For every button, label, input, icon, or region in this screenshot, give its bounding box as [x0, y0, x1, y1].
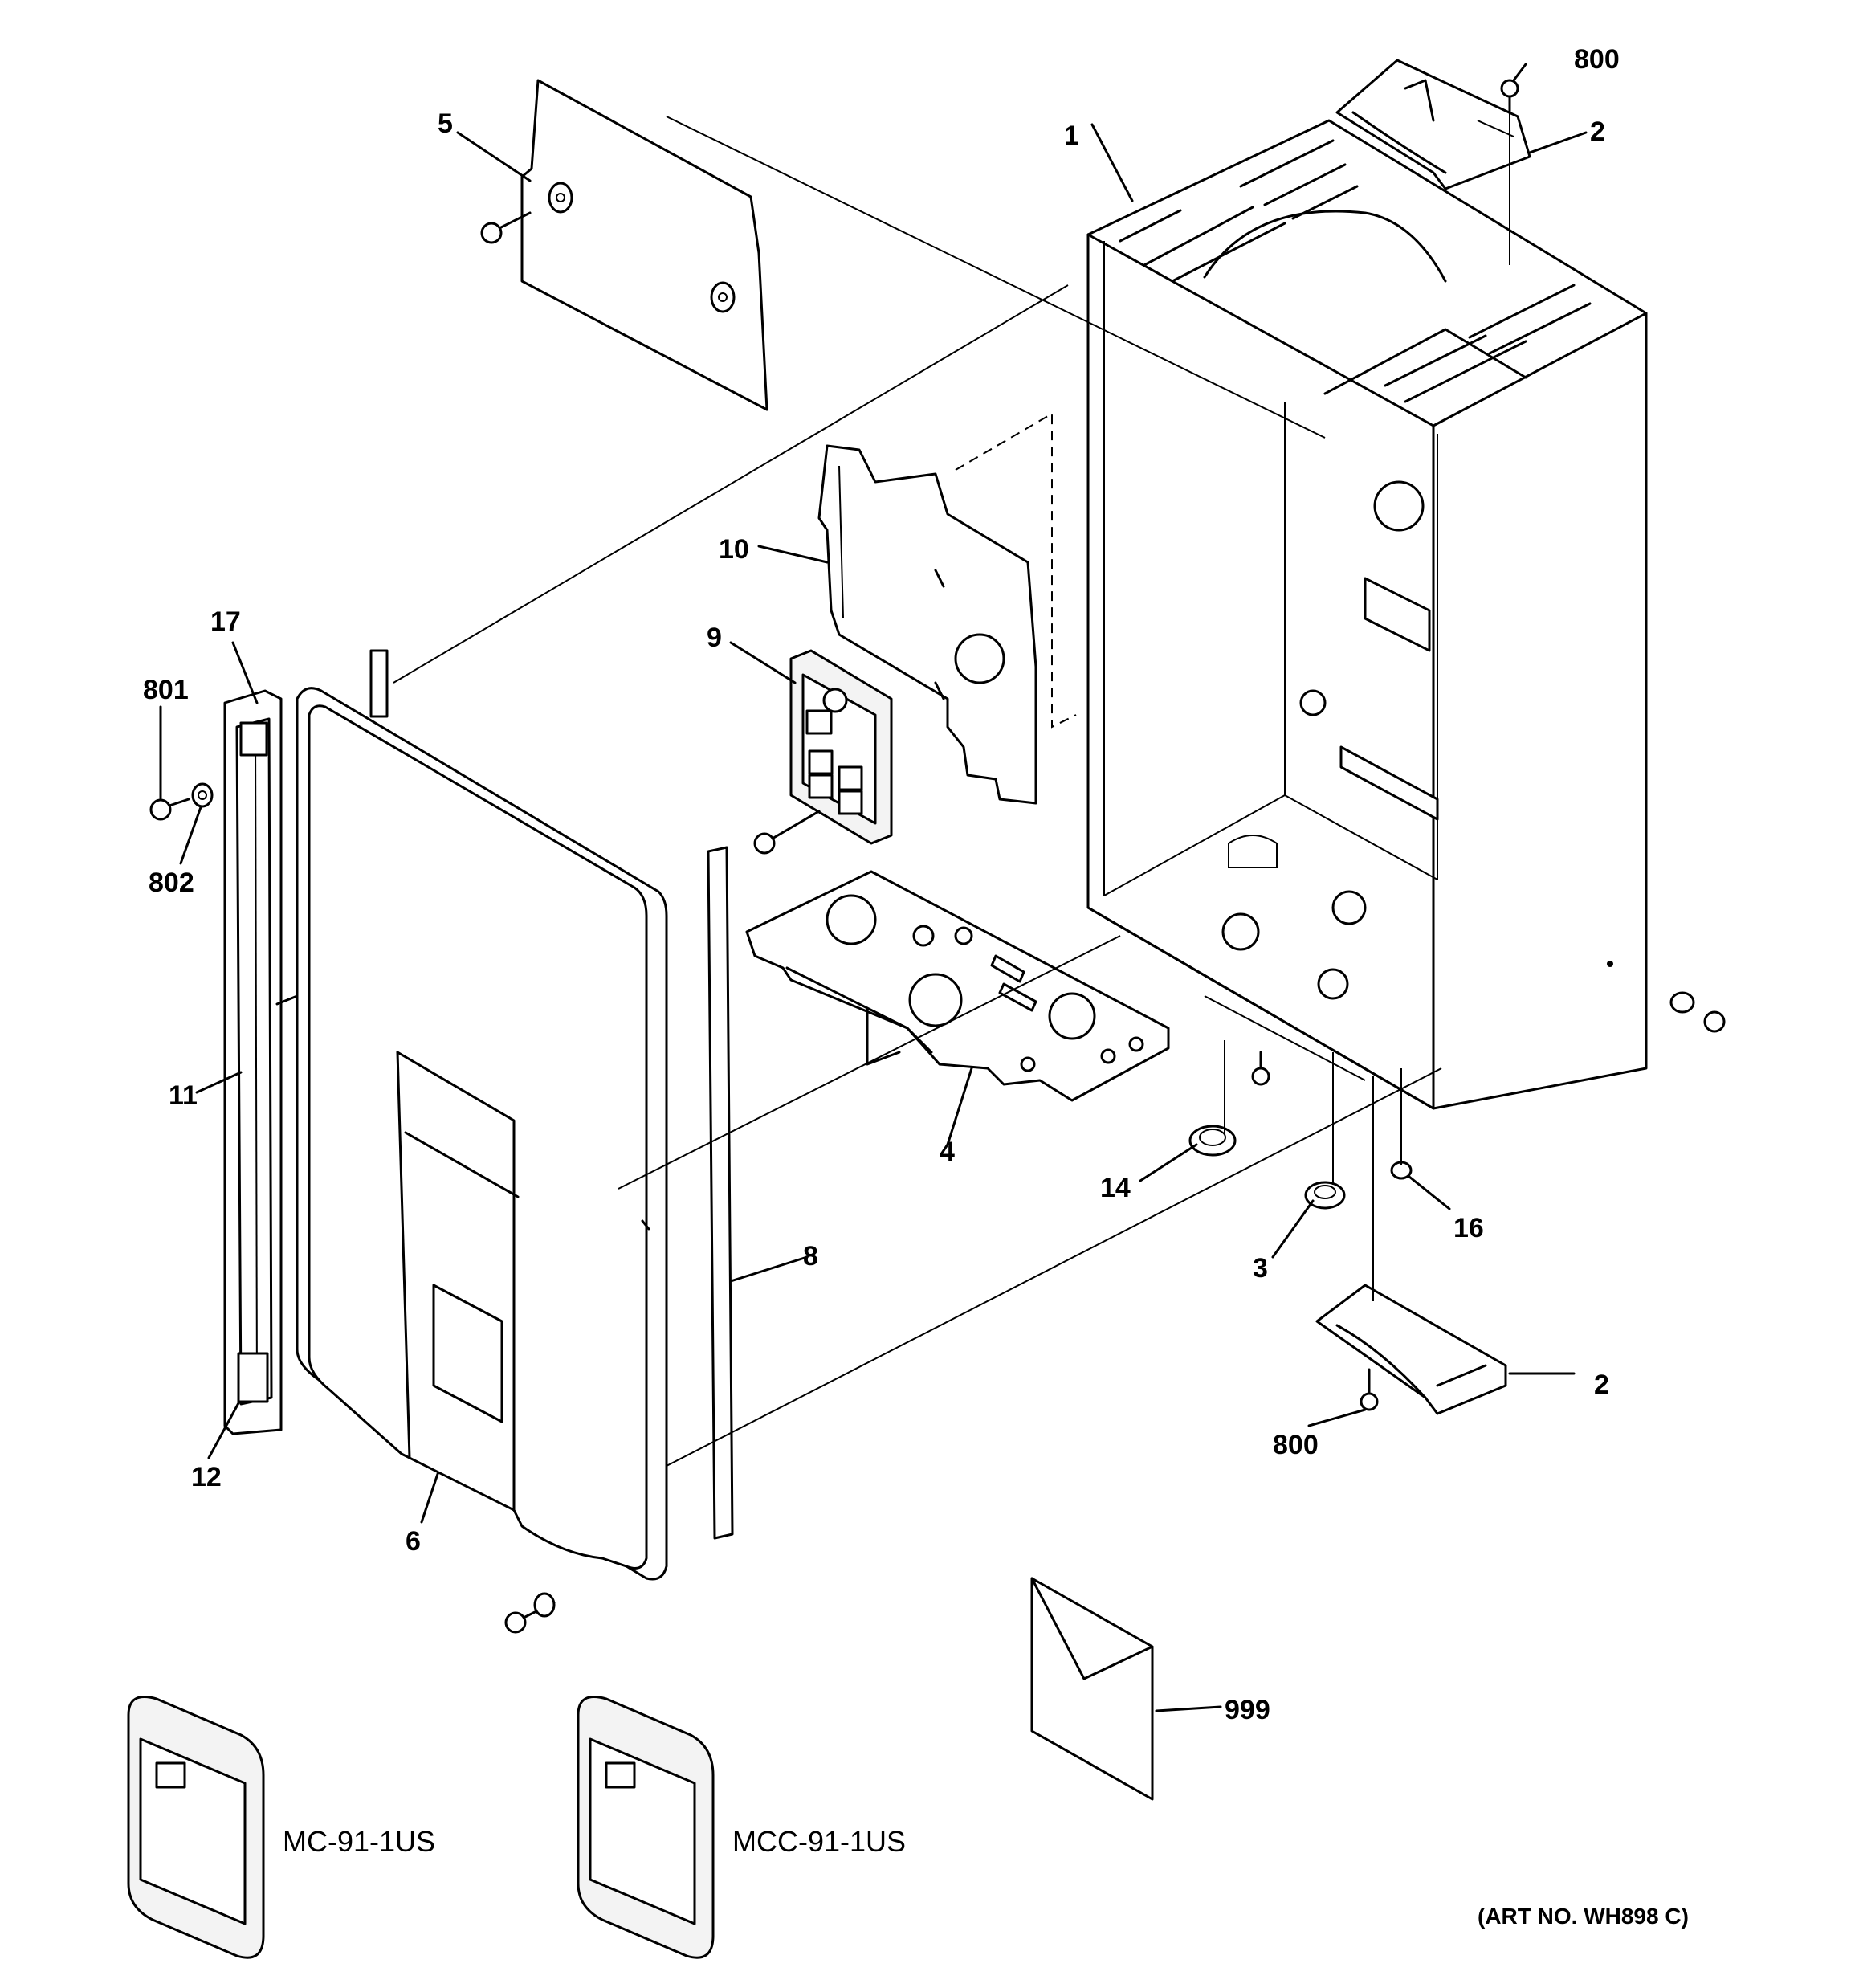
callout-12: 12 [191, 1462, 222, 1492]
part-12-clip [237, 1352, 269, 1403]
part-2-top-bracket [1335, 59, 1531, 190]
part-1-cabinet [1086, 119, 1648, 1110]
part-8-gasket-strip [369, 649, 734, 1540]
part-9-control-module [753, 649, 893, 855]
screw-washer-part-6 [504, 1592, 556, 1634]
part-10-bracket-plate [817, 412, 1077, 805]
callout-11: 11 [169, 1080, 198, 1111]
callout-999: 999 [1225, 1695, 1270, 1725]
callout-3: 3 [1253, 1253, 1268, 1284]
callout-800-bottom: 800 [1273, 1430, 1319, 1460]
screw-washer-side [1669, 991, 1726, 1033]
part-999-envelope [1030, 1577, 1154, 1801]
screw-800-top [1500, 79, 1519, 114]
part-2-bottom-bracket [1315, 1284, 1507, 1415]
art-number: (ART NO. WH898 C) [1478, 1904, 1689, 1929]
callout-800-top: 800 [1574, 44, 1620, 75]
callout-17: 17 [210, 606, 241, 637]
callout-9: 9 [707, 623, 722, 653]
callout-1: 1 [1064, 120, 1079, 151]
callout-2-bottom: 2 [1594, 1370, 1609, 1400]
part-14-grommet [1188, 1125, 1237, 1157]
callout-10: 10 [719, 534, 749, 565]
callout-14: 14 [1100, 1173, 1131, 1203]
screw-base [1251, 1051, 1270, 1086]
part-4-base-plate [745, 870, 1170, 1102]
remote-mc-91-1us [127, 1696, 265, 1959]
callout-16: 16 [1453, 1213, 1484, 1243]
callout-2-top: 2 [1590, 116, 1605, 147]
washer-802 [191, 782, 214, 808]
part-11-rail [235, 717, 273, 1406]
callout-8: 8 [803, 1241, 818, 1272]
screw-801 [149, 798, 190, 821]
callout-6: 6 [406, 1526, 421, 1557]
model-label-remote-2: MCC-91-1US [732, 1825, 906, 1858]
callout-5: 5 [438, 108, 453, 139]
screw-800-bottom [1360, 1368, 1379, 1411]
remote-mcc-91-1us [577, 1696, 715, 1959]
part-3-grommet [1304, 1181, 1346, 1210]
model-label-remote-1: MC-91-1US [283, 1825, 435, 1858]
part-6-front-cover [275, 687, 668, 1581]
callout-801: 801 [143, 675, 189, 705]
part-5-panel [520, 79, 768, 411]
leader-lines [159, 63, 1588, 1712]
phantom-lines [393, 112, 1510, 1467]
callout-4: 4 [940, 1137, 955, 1167]
callout-802: 802 [149, 867, 194, 898]
screw-part-5 [480, 211, 532, 244]
